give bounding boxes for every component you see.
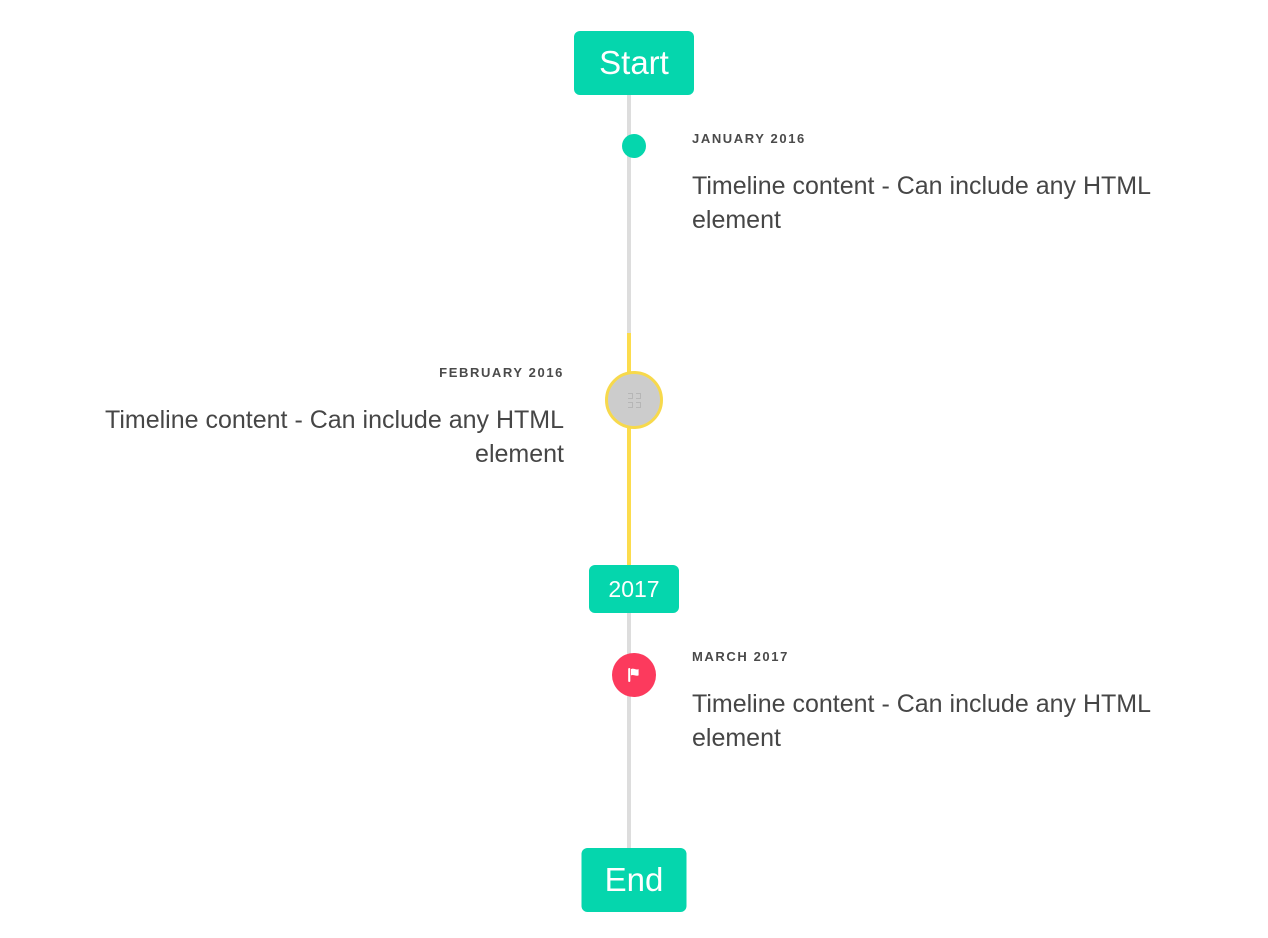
entry-date-label: MARCH 2017	[692, 649, 789, 664]
flag-icon	[623, 664, 645, 686]
entry-date-label: JANUARY 2016	[692, 131, 806, 146]
timeline-entry-february: FEBRUARY 2016 Timeline content - Can inc…	[40, 365, 564, 471]
timeline-marker-flag[interactable]	[612, 653, 656, 697]
missing-glyph-icon	[627, 392, 641, 408]
timeline-marker-ring[interactable]	[605, 371, 663, 429]
timeline-start-badge[interactable]: Start	[574, 31, 694, 95]
entry-date-label: FEBRUARY 2016	[439, 365, 564, 380]
timeline-rail-lower	[627, 613, 631, 850]
timeline-marker-dot[interactable]	[622, 134, 646, 158]
entry-body-text: Timeline content - Can include any HTML …	[692, 171, 1151, 234]
entry-body-text: Timeline content - Can include any HTML …	[692, 689, 1151, 752]
timeline-entry-march: MARCH 2017 Timeline content - Can includ…	[692, 649, 1216, 755]
timeline-end-badge[interactable]: End	[581, 848, 687, 912]
entry-body-text: Timeline content - Can include any HTML …	[105, 405, 564, 468]
timeline-year-badge[interactable]: 2017	[589, 565, 679, 613]
timeline-rail-highlighted	[627, 333, 631, 565]
timeline-entry-january: JANUARY 2016 Timeline content - Can incl…	[692, 131, 1216, 237]
timeline-rail-upper	[627, 95, 631, 333]
